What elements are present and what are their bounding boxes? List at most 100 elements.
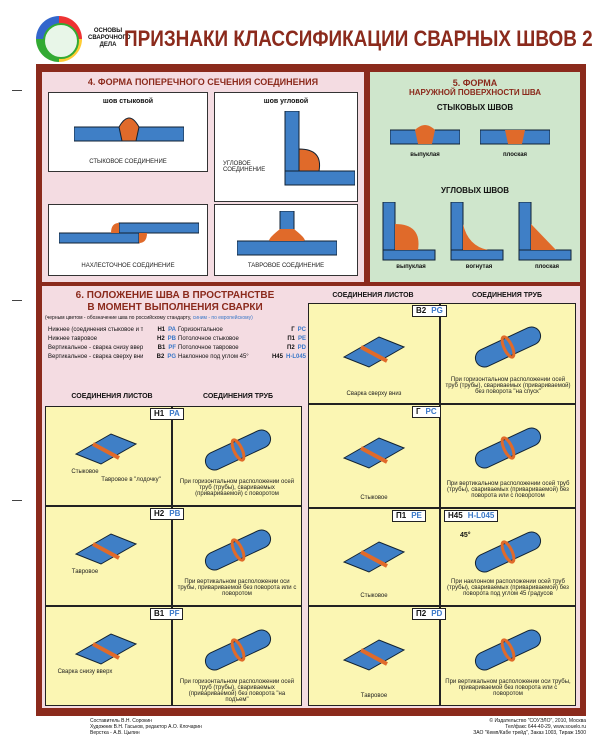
logo bbox=[36, 16, 82, 62]
ru-code: В2 bbox=[156, 354, 165, 360]
plate-weld-figure bbox=[342, 336, 406, 368]
ru-code: Г bbox=[291, 327, 295, 333]
butt-joint-figure bbox=[74, 117, 184, 142]
publisher-line: Тел/факс 644-40-29, www.souelo.ru bbox=[505, 724, 586, 730]
butt-joint-panel: шов стыковой СТЫКОВОЕ СОЕДИНЕНИЕ bbox=[48, 92, 208, 172]
eu-code: PA bbox=[168, 327, 176, 333]
lap-joint-panel: НАХЛЕСТОЧНОЕ СОЕДИНЕНИЕ bbox=[48, 204, 208, 276]
plate-weld-figure bbox=[342, 541, 406, 573]
section-5-title: 5. ФОРМА bbox=[452, 78, 498, 88]
pipe-cell: При наклонном расположении осей труб (тр… bbox=[440, 508, 576, 606]
sheet-cell: Тавровое bbox=[45, 506, 172, 606]
series-label: ОСНОВЫ СВАРОЧНОГО ДЕЛА bbox=[88, 28, 131, 48]
ru-code: Н2 bbox=[154, 509, 165, 518]
sheet-cell: Тавровое bbox=[308, 606, 440, 706]
ru-code: П2 bbox=[287, 345, 295, 351]
pipe-cell: При вертикальном расположении оси трубы,… bbox=[172, 506, 302, 606]
pipe-cell: При горизонтальном расположении осей тру… bbox=[172, 606, 302, 706]
margin-mark bbox=[12, 300, 22, 301]
sheet-caption: Тавровое bbox=[360, 693, 388, 699]
eu-code: PC bbox=[425, 407, 437, 416]
ru-code: П1 bbox=[287, 336, 295, 342]
note-ru: (черным цветом - обозначение шва по росс… bbox=[45, 315, 193, 321]
pipe-cell: При вертикальном расположении оси трубы,… bbox=[440, 606, 576, 706]
eu-code: PD bbox=[297, 345, 306, 351]
tee-joint-panel: ТАВРОВОЕ СОЕДИНЕНИЕ bbox=[214, 204, 358, 276]
ru-code: Н1 bbox=[154, 409, 165, 418]
plate-weld-figure bbox=[74, 533, 138, 565]
credit-line: Верстка - А.В. Цыпин bbox=[90, 730, 140, 736]
pipe-weld-figure bbox=[204, 429, 272, 471]
position-name: Вертикальное - сварка сверху вниз bbox=[48, 354, 143, 360]
position-name: Нижнее (соединения стыковое и тавровое "… bbox=[48, 327, 143, 333]
section-5-subtitle: НАРУЖНОЙ ПОВЕРХНОСТИ ШВА bbox=[408, 88, 542, 97]
position-name: Вертикальное - сварка снизу вверх bbox=[48, 345, 143, 351]
margin-mark bbox=[12, 500, 22, 501]
note-eu: синим - по европейскому) bbox=[192, 315, 253, 321]
ru-code: В2 bbox=[416, 306, 427, 315]
position-name: Нижнее тавровое bbox=[48, 336, 98, 342]
publisher-line: ЗАО "Кемп/Кабе трейд", Заказ 1003, Тираж… bbox=[473, 730, 586, 736]
eu-code: PB bbox=[167, 336, 176, 342]
pipe-weld-figure bbox=[474, 427, 542, 469]
sheet-cell: Стыковое bbox=[308, 508, 440, 606]
pipe-weld-figure bbox=[204, 629, 272, 671]
sheet-cell: Сварка сверху вниз bbox=[308, 303, 440, 404]
section-4-title: 4. ФОРМА ПОПЕРЕЧНОГО СЕЧЕНИЯ СОЕДИНЕНИЯ bbox=[87, 77, 319, 87]
lap-joint-caption: НАХЛЕСТОЧНОЕ СОЕДИНЕНИЕ bbox=[81, 263, 175, 269]
legend-row: Нижнее (соединения стыковое и тавровое "… bbox=[48, 326, 176, 335]
tee-joint-figure bbox=[237, 211, 337, 256]
ru-code: Н2 bbox=[156, 336, 165, 342]
eu-code: PB bbox=[169, 509, 181, 518]
sheet-cell: Стыковое bbox=[308, 404, 440, 508]
corner-joint-caption: УГЛОВОЕ СОЕДИНЕНИЕ bbox=[223, 161, 266, 173]
eu-code: PG bbox=[167, 354, 176, 360]
eu-code: PF bbox=[168, 345, 176, 351]
publisher: © Издательство "СОУЭЛО", 2010, Москва Те… bbox=[473, 718, 586, 736]
sheet-caption: Стыковое bbox=[360, 495, 388, 501]
pipe-caption: При вертикальном расположении оси трубы,… bbox=[445, 679, 571, 697]
pipe-weld-figure bbox=[474, 629, 542, 671]
credit-line: Художник В.Н. Гаськов, редактор А.О. Кло… bbox=[90, 724, 202, 730]
ru-code: П2 bbox=[416, 609, 427, 618]
section-6: 6. ПОЛОЖЕНИЕ ШВА В ПРОСТРАНСТВЕ В МОМЕНТ… bbox=[42, 286, 580, 708]
ru-code: П1 bbox=[396, 511, 407, 520]
eu-code: PG bbox=[431, 306, 443, 315]
section-5: 5. ФОРМА НАРУЖНОЙ ПОВЕРХНОСТИ ШВА СТЫКОВ… bbox=[370, 72, 580, 282]
page-title: ПРИЗНАКИ КЛАССИФИКАЦИИ СВАРНЫХ ШВОВ 2 bbox=[124, 26, 593, 51]
pipe-caption: При горизонтальном расположении осей тру… bbox=[179, 679, 295, 703]
section-6-title: 6. ПОЛОЖЕНИЕ ШВА В ПРОСТРАНСТВЕ bbox=[75, 290, 275, 301]
lap-joint-figure bbox=[59, 222, 199, 244]
fillet-convex-label: выпуклая bbox=[396, 264, 426, 270]
pipe-cell: При горизонтальном расположении осей тру… bbox=[172, 406, 302, 506]
pipe-caption: При вертикальном расположении оси трубы,… bbox=[177, 579, 297, 597]
fillet-flat-label: плоская bbox=[534, 264, 560, 270]
ru-code: В1 bbox=[157, 345, 166, 351]
position-code-badge: Н2 PB bbox=[150, 508, 185, 520]
col-pipes-left: СОЕДИНЕНИЯ ТРУБ bbox=[202, 393, 274, 400]
position-name: Горизонтальное bbox=[178, 327, 223, 333]
fillet-weld-title: шов угловой bbox=[263, 98, 309, 105]
flat-butt-figure bbox=[480, 129, 550, 145]
margin-mark bbox=[12, 90, 22, 91]
pipe-caption: При вертикальном расположении осей труб … bbox=[446, 481, 570, 499]
position-name: Потолочное тавровое bbox=[178, 345, 239, 351]
butt-joint-caption: СТЫКОВОЕ СОЕДИНЕНИЕ bbox=[89, 159, 167, 165]
legend-note: (черным цветом - обозначение шва по росс… bbox=[45, 315, 253, 321]
sheet-caption: Сварка сверху вниз bbox=[346, 391, 402, 397]
pipe-caption: При горизонтальном расположении осей тру… bbox=[179, 479, 295, 497]
eu-code: H-L045 bbox=[467, 511, 495, 520]
tee-joint-caption: ТАВРОВОЕ СОЕДИНЕНИЕ bbox=[247, 263, 325, 269]
eu-code: PE bbox=[411, 511, 422, 520]
ru-code: Н1 bbox=[157, 327, 166, 333]
pipe-weld-figure bbox=[474, 531, 542, 573]
eu-code: PD bbox=[431, 609, 443, 618]
legend-left: Нижнее (соединения стыковое и тавровое "… bbox=[48, 326, 176, 362]
eu-code: H-L045 bbox=[285, 354, 306, 360]
fillet-concave-label: вогнутая bbox=[465, 264, 493, 270]
pipe-cell: При горизонтальном расположении осей тру… bbox=[440, 303, 576, 404]
